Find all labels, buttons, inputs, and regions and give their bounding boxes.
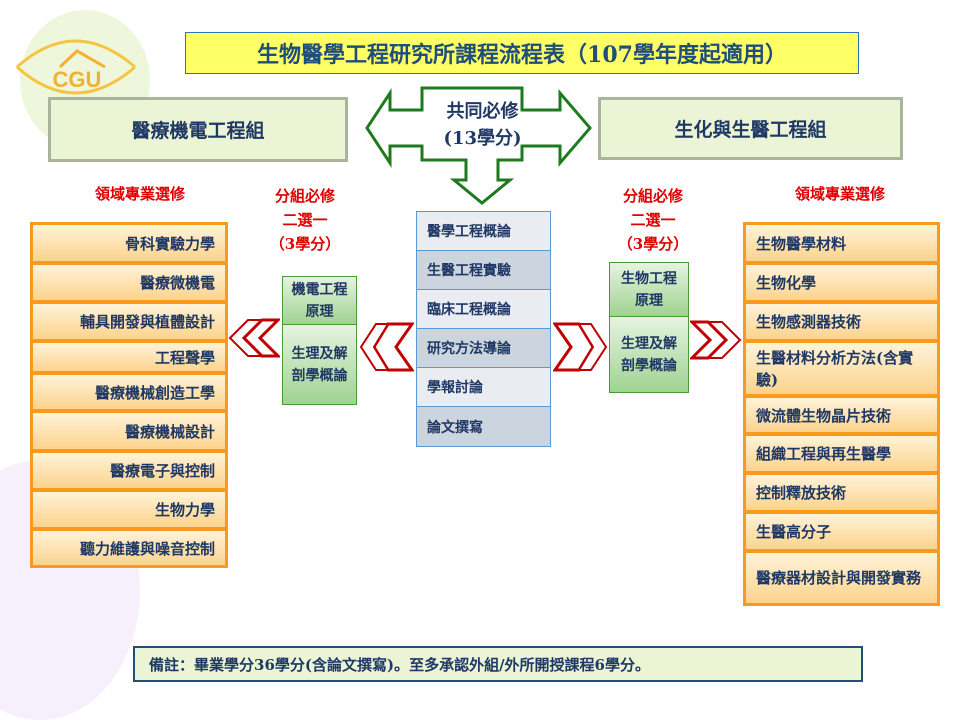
chevron-right-icon	[553, 322, 608, 372]
list-item: 聽力維護與噪音控制	[30, 528, 228, 568]
list-item: 醫學工程概論	[416, 211, 551, 251]
list-item: 生理及解剖學概論	[282, 324, 357, 405]
list-item: 生醫高分子	[743, 511, 940, 552]
group-mechatronics-title: 醫療機電工程組	[48, 97, 348, 162]
common-required-credits: (13學分)	[443, 128, 522, 149]
right-elective-label: 領域專業選修	[794, 185, 885, 203]
label-line: 分組必修	[274, 187, 335, 205]
list-item: 生物化學	[743, 262, 940, 303]
page-title: 生物醫學工程研究所課程流程表（107學年度起適用）	[185, 32, 859, 74]
left-required-list: 機電工程原理 生理及解剖學概論	[282, 276, 357, 405]
left-elective-list: 骨科實驗力學 醫療微機電 輔具開發與植體設計 工程聲學 醫療機械創造工學 醫療機…	[30, 222, 228, 568]
left-elective-label: 領域專業選修	[94, 185, 185, 203]
svg-text:CGU: CGU	[53, 67, 102, 92]
list-item: 生醫工程實驗	[416, 250, 551, 290]
footnote: 備註：畢業學分36學分(含論文撰寫)。至多承認外組/外所開授課程6學分。	[133, 646, 863, 682]
left-required-label: 分組必修 二選一 （3學分）	[250, 184, 360, 256]
right-elective-list: 生物醫學材料 生物化學 生物感測器技術 生醫材料分析方法(含實驗) 微流體生物晶…	[743, 222, 940, 606]
list-item: 微流體生物晶片技術	[743, 395, 940, 435]
list-item: 生理及解剖學概論	[609, 316, 689, 393]
list-item: 骨科實驗力學	[30, 222, 228, 264]
list-item: 醫療機械創造工學	[30, 372, 228, 412]
cgu-logo: CGU	[15, 39, 136, 95]
list-item: 醫療器材設計與開發實務	[743, 550, 940, 606]
chevron-left-icon	[228, 318, 280, 358]
chevron-left-icon	[359, 322, 414, 372]
list-item: 控制釋放技術	[743, 472, 940, 513]
chevron-right-icon	[690, 320, 742, 360]
common-required-title: 共同必修	[446, 101, 519, 122]
list-item: 生物工程原理	[609, 262, 689, 317]
common-required-label: 共同必修 (13學分)	[420, 98, 545, 152]
list-item: 工程聲學	[30, 340, 228, 374]
common-required-arrow-icon	[365, 86, 592, 205]
list-item: 醫療機械設計	[30, 410, 228, 452]
list-item: 生物力學	[30, 489, 228, 530]
list-item: 臨床工程概論	[416, 289, 551, 329]
label-line: （3學分）	[269, 235, 341, 253]
right-required-label: 分組必修 二選一 （3學分）	[598, 184, 708, 256]
list-item: 生醫材料分析方法(含實驗)	[743, 340, 940, 397]
core-course-list: 醫學工程概論 生醫工程實驗 臨床工程概論 研究方法導論 學報討論 論文撰寫	[416, 211, 551, 447]
list-item: 生物醫學材料	[743, 222, 940, 264]
label-line: 分組必修	[622, 187, 683, 205]
label-line: 二選一	[282, 211, 328, 229]
right-required-list: 生物工程原理 生理及解剖學概論	[609, 262, 689, 393]
list-item: 組織工程與再生醫學	[743, 433, 940, 474]
list-item: 生物感測器技術	[743, 301, 940, 342]
list-item: 機電工程原理	[282, 276, 357, 325]
label-line: 二選一	[630, 211, 676, 229]
list-item: 研究方法導論	[416, 328, 551, 368]
list-item: 輔具開發與植體設計	[30, 301, 228, 342]
list-item: 學報討論	[416, 367, 551, 407]
list-item: 論文撰寫	[416, 406, 551, 447]
label-line: （3學分）	[617, 235, 689, 253]
group-biochem-title: 生化與生醫工程組	[598, 97, 903, 160]
list-item: 醫療電子與控制	[30, 450, 228, 491]
list-item: 醫療微機電	[30, 262, 228, 303]
